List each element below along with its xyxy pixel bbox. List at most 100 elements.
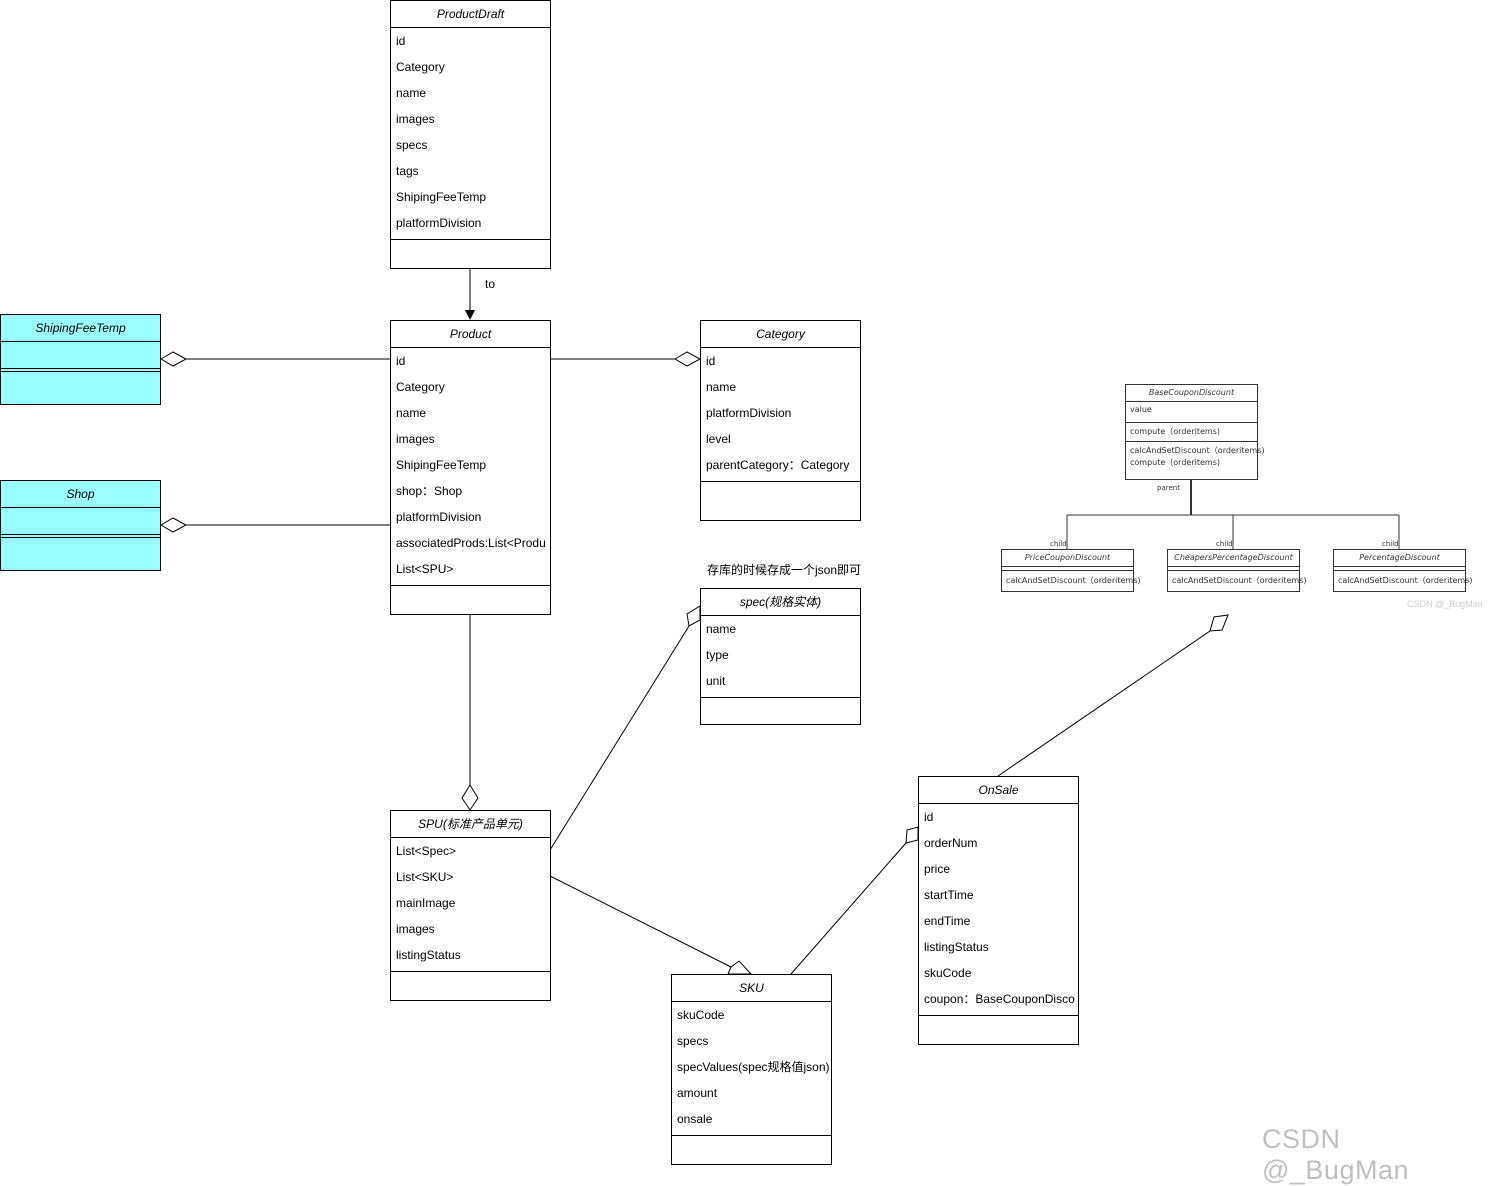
shipingfeetemp-diamond (160, 351, 188, 367)
attribute: platformDivision (706, 406, 792, 420)
methods-section (391, 239, 550, 240)
class-title: spec(规格实体) (701, 589, 860, 616)
spu-diamond (461, 784, 479, 811)
class-title: Shop (1, 481, 160, 508)
class-productdraft[interactable]: ProductDraft id Category name images spe… (390, 0, 551, 269)
attribute: ShipingFeeTemp (396, 458, 487, 472)
method: compute（orderitems) (1130, 427, 1220, 436)
method: calcAndSetDiscount（orderitems) (1172, 576, 1307, 585)
child-label: child (1216, 540, 1233, 548)
attribute: value (1130, 405, 1152, 414)
method: compute（orderitems) (1130, 458, 1220, 467)
class-title: SKU (672, 975, 831, 1002)
attribute: images (396, 432, 435, 446)
attribute: endTime (924, 914, 971, 928)
attribute: id (924, 810, 934, 824)
methods-section (1, 371, 160, 402)
category-diamond (674, 351, 702, 367)
class-product[interactable]: Product id Category name images ShipingF… (390, 320, 551, 615)
attributes-section (1, 508, 160, 535)
class-shop[interactable]: Shop (0, 480, 161, 571)
attribute: List<Spec> (396, 844, 457, 858)
class-shipingfeetemp[interactable]: ShipingFeeTemp (0, 314, 161, 405)
attribute: unit (706, 674, 726, 688)
class-title: ShipingFeeTemp (1, 315, 160, 342)
class-title: OnSale (919, 777, 1078, 804)
attribute: List<SKU> (396, 870, 454, 884)
class-title: ProductDraft (391, 1, 550, 28)
parent-label: parent (1157, 484, 1180, 492)
spec-note: 存库的时候存成一个json即可 (707, 563, 862, 577)
class-category[interactable]: Category id name platformDivision level … (700, 320, 861, 521)
spec-diamond (686, 605, 701, 627)
coupon-link (997, 630, 1211, 777)
attribute: skuCode (677, 1008, 725, 1022)
class-title: Product (391, 321, 550, 348)
attribute: mainImage (396, 896, 456, 910)
attribute: specValues(spec规格值json) (677, 1060, 830, 1074)
attribute: images (396, 112, 435, 126)
attribute: specs (677, 1034, 709, 1048)
class-cheaperspercentagediscount[interactable]: CheapersPercentageDiscount calcAndSetDis… (1167, 549, 1307, 592)
onsale-link (790, 842, 907, 975)
attribute: parentCategory：Category (706, 458, 850, 472)
attribute: type (706, 648, 729, 662)
methods-section (391, 585, 550, 586)
class-title: PriceCouponDiscount (1002, 550, 1133, 567)
sku-diamond (727, 960, 753, 975)
methods-section: calcAndSetDiscount（orderitems) compute（o… (1126, 441, 1265, 469)
attribute: coupon：BaseCouponDisco (924, 992, 1075, 1006)
attribute: onsale (677, 1112, 713, 1126)
attribute: id (396, 354, 406, 368)
attribute: name (396, 406, 427, 420)
attribute: amount (677, 1086, 718, 1100)
class-sku[interactable]: SKU skuCode specs specValues(spec规格值json… (671, 974, 832, 1165)
coupon-diamond (1209, 614, 1229, 632)
attribute: platformDivision (396, 510, 482, 524)
attribute: Category (396, 60, 445, 74)
methods-section (1, 537, 160, 568)
class-basecoupondiscount[interactable]: BaseCouponDiscount value compute（orderit… (1125, 384, 1265, 480)
attribute: orderNum (924, 836, 978, 850)
methods-section: calcAndSetDiscount（orderitems) (1002, 570, 1141, 587)
class-spu[interactable]: SPU(标准产品单元) List<Spec> List<SKU> mainIma… (390, 810, 551, 1001)
attribute: name (706, 380, 737, 394)
attribute: price (924, 862, 951, 876)
attribute: images (396, 922, 435, 936)
methods-section: compute（orderitems) (1126, 422, 1257, 438)
attribute: id (396, 34, 406, 48)
attribute: specs (396, 138, 428, 152)
attribute: skuCode (924, 966, 972, 980)
method: calcAndSetDiscount（orderitems) (1338, 576, 1473, 585)
attribute: level (706, 432, 731, 446)
class-percentagediscount[interactable]: PercentageDiscount calcAndSetDiscount（or… (1333, 549, 1473, 592)
attribute: List<SPU> (396, 562, 454, 576)
attribute: name (706, 622, 737, 636)
methods-section (672, 1135, 831, 1136)
attribute: name (396, 86, 427, 100)
child-label: child (1382, 540, 1399, 548)
methods-section: calcAndSetDiscount（orderitems) (1334, 570, 1473, 587)
class-title: PercentageDiscount (1334, 550, 1465, 567)
methods-section: calcAndSetDiscount（orderitems) (1168, 570, 1307, 587)
attribute: Category (396, 380, 445, 394)
methods-section (701, 481, 860, 482)
attribute: shop：Shop (396, 484, 463, 498)
onsale-diamond (905, 826, 919, 844)
class-title: CheapersPercentageDiscount (1168, 550, 1299, 567)
attribute: listingStatus (924, 940, 989, 954)
class-pricecoupondiscount[interactable]: PriceCouponDiscount calcAndSetDiscount（o… (1001, 549, 1141, 592)
attribute: tags (396, 164, 419, 178)
class-title: SPU(标准产品单元) (391, 811, 550, 838)
to-label: to (485, 277, 496, 291)
spec-link (549, 625, 690, 851)
attribute: id (706, 354, 716, 368)
methods-section (919, 1015, 1078, 1016)
sku-link (549, 875, 732, 968)
method: calcAndSetDiscount（orderitems) (1130, 446, 1265, 455)
attribute: startTime (924, 888, 974, 902)
methods-section (701, 697, 860, 698)
class-spec[interactable]: spec(规格实体) name type unit (700, 588, 861, 725)
class-onsale[interactable]: OnSale id orderNum price startTime endTi… (918, 776, 1079, 1045)
methods-section (391, 971, 550, 972)
